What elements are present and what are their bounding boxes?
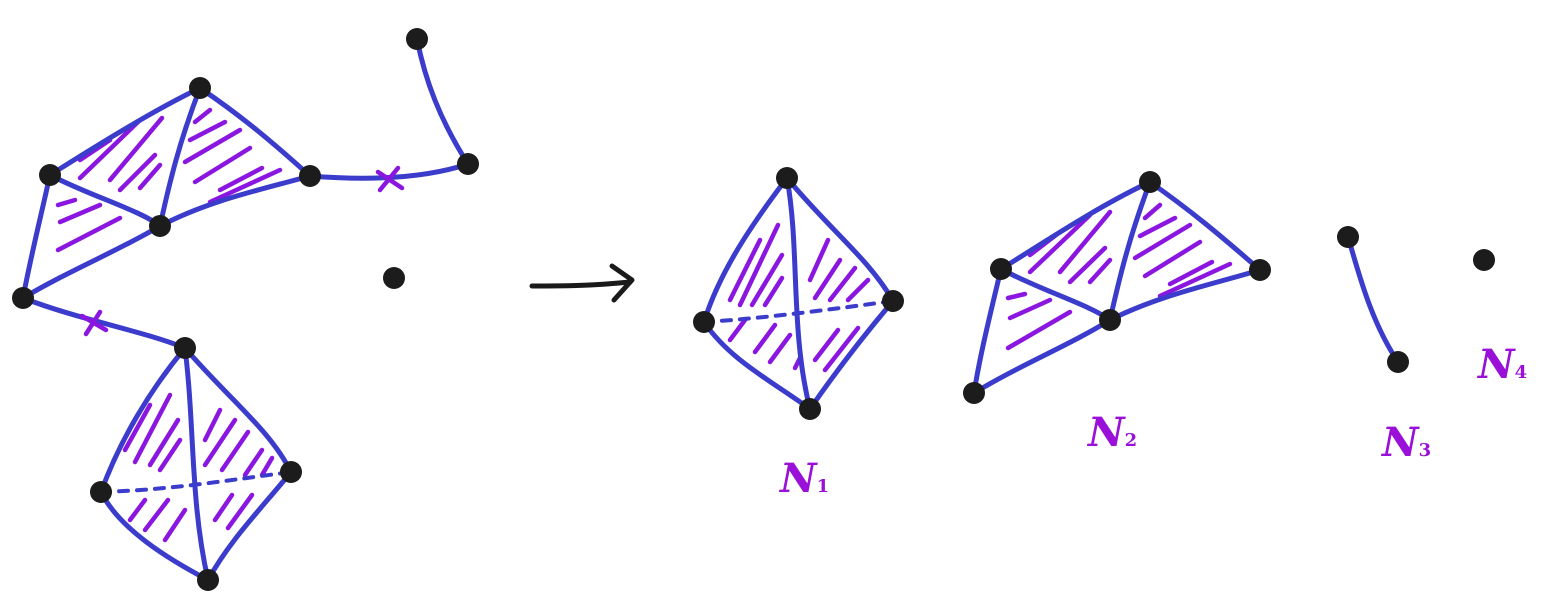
hatching: [1005, 202, 1233, 351]
vertex: [990, 258, 1012, 280]
vertex: [799, 398, 821, 420]
vertex: [1473, 249, 1495, 271]
edge: [784, 175, 896, 304]
edge: [1107, 179, 1153, 323]
vertex: [776, 167, 798, 189]
component-n3: N3: [1337, 226, 1431, 466]
edge: [1107, 267, 1263, 323]
lower-tetrahedron: [98, 345, 294, 583]
vertices: [12, 28, 479, 591]
vertex: [406, 28, 428, 50]
upper-complex: [20, 85, 313, 301]
component-label-n3: N3: [1380, 419, 1431, 466]
vertex: [149, 215, 171, 237]
cut-mark: [79, 309, 109, 337]
bridge-edges: [20, 36, 471, 351]
edge: [971, 317, 1113, 396]
original-complex: [12, 28, 479, 591]
edge: [182, 345, 294, 475]
edge: [157, 85, 203, 229]
vertex: [1099, 309, 1121, 331]
component-label-n4: N4: [1476, 341, 1527, 388]
hidden-edge: [99, 470, 293, 494]
vertex: [189, 77, 211, 99]
edge: [20, 223, 163, 301]
vertex: [174, 337, 196, 359]
vertex: [280, 461, 302, 483]
edge: [98, 489, 211, 583]
edge: [807, 298, 896, 412]
vertex: [963, 382, 985, 404]
edge: [197, 85, 313, 179]
vertex: [1249, 259, 1271, 281]
hidden-edge: [702, 299, 895, 324]
component-label-n2: N2: [1086, 409, 1137, 456]
edge: [414, 36, 471, 167]
vertex: [1139, 171, 1161, 193]
edge: [98, 345, 188, 495]
vertex: [12, 287, 34, 309]
hatching: [122, 392, 275, 543]
vertex: [1387, 351, 1409, 373]
arrow-icon: [529, 263, 635, 303]
vertex: [197, 569, 219, 591]
cut-mark: [375, 165, 405, 193]
vertex: [693, 311, 715, 333]
vertex: [457, 153, 479, 175]
edge: [1147, 179, 1263, 273]
vertex: [90, 481, 112, 503]
vertex: [383, 267, 405, 289]
edge: [971, 266, 1004, 396]
vertex: [882, 290, 904, 312]
vertex: [299, 165, 321, 187]
edge: [1345, 234, 1401, 365]
component-label-n1: N1: [778, 455, 829, 502]
hatching: [727, 222, 871, 373]
edge: [20, 295, 188, 351]
edge: [784, 175, 813, 412]
component-n4: N4: [1473, 249, 1527, 388]
edge: [47, 85, 203, 178]
edge: [701, 319, 813, 412]
edge: [20, 172, 53, 301]
edge: [998, 179, 1153, 272]
vertex: [1337, 226, 1359, 248]
vertex: [39, 164, 61, 186]
component-n2: N2: [963, 171, 1271, 456]
component-n1: N1: [693, 167, 904, 502]
edge: [157, 173, 313, 229]
edge: [182, 345, 211, 583]
edge: [205, 469, 294, 583]
edge: [701, 175, 790, 325]
hatching: [55, 107, 283, 253]
